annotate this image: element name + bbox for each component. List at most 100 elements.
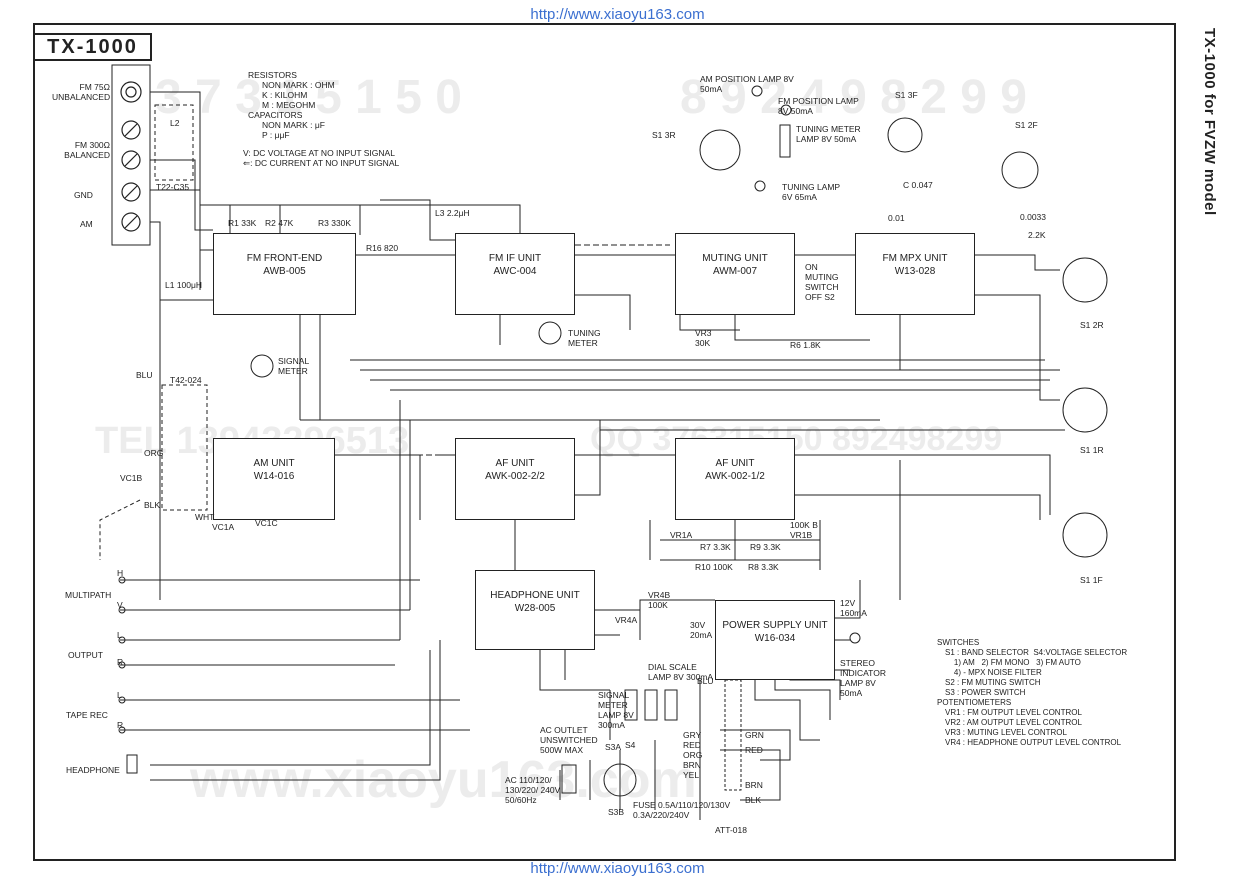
wire-org: ORG [683,750,703,760]
label-org: ORG [144,448,164,458]
wire-blk: BLK [745,795,762,805]
pot-line-4: VR4 : HEADPHONE OUTPUT LEVEL CONTROL [945,738,1122,747]
switch-s1-1f [1062,512,1108,558]
wire-grn: GRN [745,730,764,740]
jack-h: H [117,568,124,578]
switches-line-1: S1 : BAND SELECTOR S4:VOLTAGE SELECTOR [945,648,1128,657]
lamp-am [751,85,763,97]
label-tuning-meter: TUNING METER [568,328,601,348]
pot-line-3: VR3 : MUTING LEVEL CONTROL [945,728,1067,737]
antenna-terminal-block [111,64,151,246]
label-signal-meter: SIGNAL METER [278,356,309,376]
label-r-100k-b: 100K B [790,520,818,530]
label-l2: L2 [170,118,180,128]
legend-c-p: P : μμF [262,130,290,140]
lamp-fm [780,104,792,116]
legend-r-nonmark: NON MARK : OHM [262,80,335,90]
label-s3b: S3B [608,807,625,817]
jack-l-output: L [117,630,122,640]
label-att: ATT-018 [715,825,747,835]
label-s1-1f: S1 1F [1080,575,1103,585]
label-s3a: S3A [605,742,622,752]
model-title: TX-1000 [33,33,152,61]
switches-line-4: S2 : FM MUTING SWITCH [945,678,1041,687]
switch-s1-2r [1062,257,1108,303]
wire-brn-2: BRN [745,780,763,790]
label-tape-rec: TAPE REC [66,710,108,720]
label-am: AM [80,219,93,229]
source-url-bottom[interactable]: http://www.xiaoyu163.com [530,860,705,877]
label-r2: R2 47K [265,218,294,228]
label-l3: L3 2.2μH [435,208,470,218]
label-stereo-lamp: STEREO INDICATOR LAMP 8V 50mA [840,658,886,698]
label-tuning-meter-lamp: TUNING METER LAMP 8V 50mA [796,124,861,144]
watermark-qq-b: 8 9 2 4 9 8 2 9 9 [680,71,1027,124]
legend-capacitors: CAPACITORS [248,110,303,120]
label-blk-am: BLK [144,500,161,510]
label-fm75: FM 75Ω UNBALANCED [52,82,111,102]
source-url-top[interactable]: http://www.xiaoyu163.com [530,6,705,23]
label-ac-outlet: AC OUTLET UNSWITCHED 500W MAX [540,725,598,755]
switch-s1-1r [1062,387,1108,433]
wire-gry: GRY [683,730,702,740]
label-multipath: MULTIPATH [65,590,112,600]
label-muting-switch: ON MUTING SWITCH OFF S2 [805,262,839,302]
label-ac-in: AC 110/120/ 130/220/ 240V 50/60Hz [505,775,561,805]
label-l1: L1 100μH [165,280,203,290]
switch-s4 [603,763,637,797]
label-wht: WHT [195,512,215,522]
label-vc1a: VC1A [212,522,235,532]
label-s4: S4 [625,740,636,750]
label-tuning-lamp: TUNING LAMP 6V 65mA [782,182,840,202]
switch-s1-3f [887,117,923,153]
label-r8: R8 3.3K [748,562,779,572]
switch-s1-3r [699,129,741,171]
label-vr1a: VR1A [670,530,693,540]
legend-voltage-note: V: DC VOLTAGE AT NO INPUT SIGNAL [243,148,395,158]
label-r9: R9 3.3K [750,542,781,552]
switches-title: SWITCHES [937,638,980,647]
label-fm-lamp: FM POSITION LAMP 8V 50mA [778,96,859,116]
wire-blu: BLU [697,676,714,686]
wire-red-2: RED [745,745,763,755]
switches-line-2: 1) AM 2) FM MONO 3) FM AUTO [945,658,1081,667]
label-r-22k: 2.2K [1028,230,1046,240]
jack-l-tape: L [117,690,122,700]
switches-line-3: 4) - MPX NOISE FILTER [945,668,1042,677]
jack-v: V [117,600,123,610]
label-t22: T22-C35 [156,182,190,192]
label-r3: R3 330K [318,218,352,228]
legend-r-k: K : KILOHM [262,90,308,100]
signal-meter [250,354,274,378]
pot-line-1: VR1 : FM OUTPUT LEVEL CONTROL [945,708,1082,717]
label-s1-2f: S1 2F [1015,120,1038,130]
label-output: OUTPUT [68,650,103,660]
label-vc1: VC1B [120,473,143,483]
label-fuse: FUSE 0.5A/110/120/130V 0.3A/220/240V [633,800,731,820]
label-dial-lamp: DIAL SCALE LAMP 8V 300mA [648,662,714,682]
label-fm300: FM 300Ω BALANCED [64,140,110,160]
tuning-meter [538,321,562,345]
switches-line-5: S3 : POWER SWITCH [945,688,1026,697]
lamp-tuning [754,180,766,192]
label-30v: 30V 20mA [690,620,713,640]
label-r16: R16 820 [366,243,399,253]
schematic-frame [33,23,1176,861]
label-c-0033: 0.0033 [1020,212,1046,222]
label-s1-3f: S1 3F [895,90,918,100]
label-r7: R7 3.3K [700,542,731,552]
jack-r-output: R [117,657,124,667]
watermark-qq-c: QQ 376315150 892498299 [590,420,1003,458]
label-t42: T42-024 [170,375,202,385]
label-vc1c: VC1C [255,518,278,528]
wire-yel: YEL [683,770,700,780]
legend-resistors: RESISTORS [248,70,297,80]
